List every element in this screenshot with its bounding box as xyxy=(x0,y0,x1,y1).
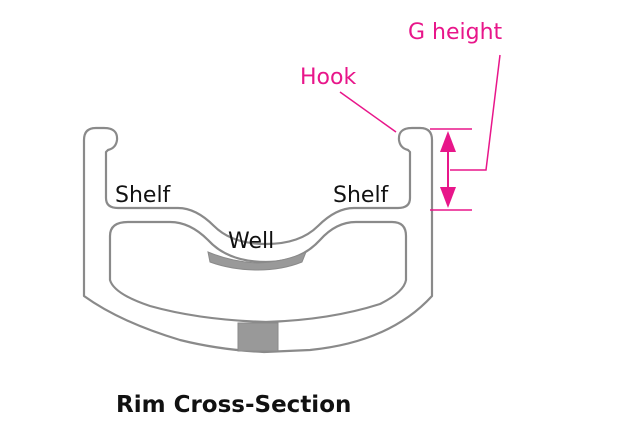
g-height-arrow-up-icon xyxy=(440,131,456,152)
shelf-right-label: Shelf xyxy=(333,183,390,208)
g-height-label: G height xyxy=(408,20,503,45)
g-height-leader-line xyxy=(450,54,501,171)
hook-label: Hook xyxy=(300,65,356,90)
valve-hole-block xyxy=(237,322,279,352)
g-height-arrow-down-icon xyxy=(440,187,456,208)
shelf-left-label: Shelf xyxy=(115,183,172,208)
rim-outer-profile xyxy=(82,126,434,354)
hook-leader-line xyxy=(339,91,397,133)
diagram-title: Rim Cross-Section xyxy=(116,392,351,418)
well-label: Well xyxy=(228,229,274,254)
well-insert xyxy=(207,251,307,271)
rim-inner-cavity xyxy=(108,220,408,324)
